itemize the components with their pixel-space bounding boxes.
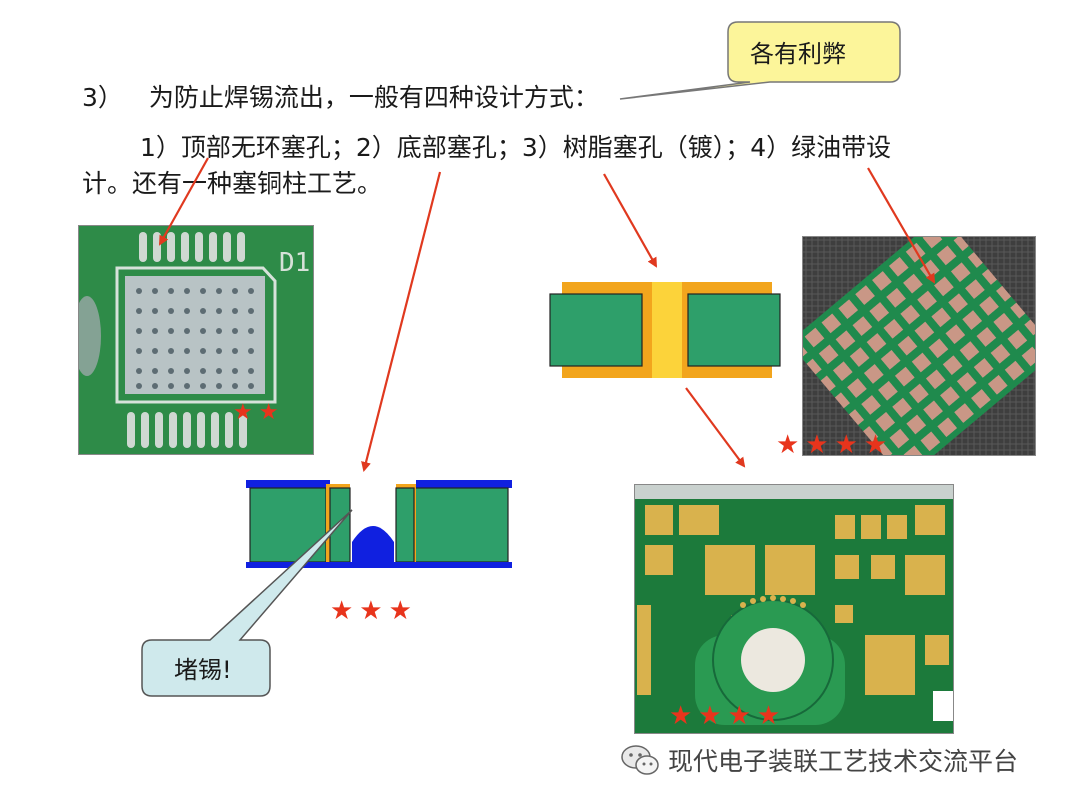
section-heading: 3） 为防止焊锡流出，一般有四种设计方式： bbox=[82, 78, 599, 114]
photo-top-hole-plugging-drawing bbox=[79, 226, 313, 454]
callout-top-text: 各有利弊 bbox=[750, 40, 846, 68]
cross-section-bottom-plug-drawing bbox=[246, 480, 512, 568]
photo-green-oil-grid bbox=[802, 236, 1036, 456]
cross-section-bottom-plug bbox=[246, 478, 512, 572]
wechat-icon bbox=[621, 745, 659, 775]
stars-cross-section-bottom: ★★★ bbox=[330, 596, 418, 626]
photo-pcb-board: ★★★★ bbox=[634, 484, 954, 734]
section-title: 为防止焊锡流出，一般有四种设计方式： bbox=[148, 83, 599, 112]
cross-section-resin-plug bbox=[548, 282, 784, 378]
cross-section-resin-plug-drawing bbox=[549, 282, 781, 378]
stars-photo1: ★★ bbox=[233, 400, 285, 425]
photo-pcb-board-drawing bbox=[635, 485, 953, 733]
photo-top-hole-plugging: D1 ★★ bbox=[78, 225, 314, 455]
stars-photo-pcb-board: ★★★★ bbox=[669, 701, 787, 731]
body-line-2: 计。还有一种塞铜柱工艺。 bbox=[82, 169, 383, 198]
arrow-to-pcb-board bbox=[685, 387, 746, 468]
body-line-1: 1）顶部无环塞孔；2）底部塞孔；3）树脂塞孔（镀）；4）绿油带设 bbox=[140, 133, 892, 162]
stars-photo-green-grid: ★★★★ bbox=[776, 430, 894, 460]
callout-top-shape bbox=[619, 21, 901, 100]
callout-bottom-text: 堵锡! bbox=[174, 656, 232, 684]
watermark: 现代电子装联工艺技术交流平台 bbox=[620, 742, 1018, 778]
watermark-text: 现代电子装联工艺技术交流平台 bbox=[668, 747, 1019, 776]
photo-green-oil-grid-drawing bbox=[803, 237, 1035, 455]
callout-top: 各有利弊 bbox=[600, 14, 910, 124]
arrow-to-bottom-plug bbox=[361, 171, 442, 472]
photo-label-d1: D1 bbox=[279, 248, 311, 278]
arrow-to-resin-plug bbox=[603, 173, 657, 268]
section-number: 3） bbox=[82, 83, 123, 112]
callout-bottom: 堵锡! bbox=[140, 490, 380, 700]
callout-bottom-shape bbox=[141, 509, 353, 697]
